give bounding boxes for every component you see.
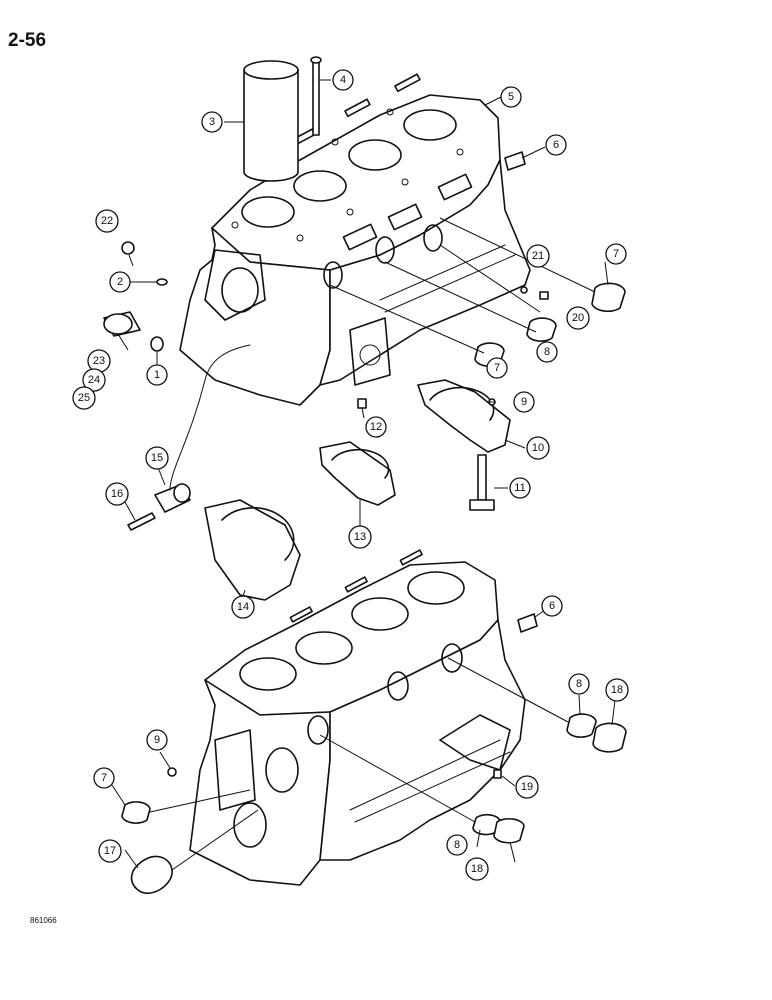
callout-8a: 8 [536, 341, 558, 363]
callout-7c: 7 [93, 767, 115, 789]
svg-text:6: 6 [549, 600, 555, 612]
callout-5: 5 [500, 86, 522, 108]
callout-2: 2 [109, 271, 131, 293]
callout-19: 19 [515, 775, 539, 799]
callout-14: 14 [231, 595, 255, 619]
page-number: 2-56 [8, 30, 47, 51]
callout-1: 1 [146, 364, 168, 386]
svg-text:8: 8 [576, 678, 582, 690]
callout-18a: 18 [605, 678, 629, 702]
svg-text:6: 6 [553, 139, 559, 151]
svg-text:7: 7 [101, 772, 107, 784]
svg-text:18: 18 [611, 684, 623, 696]
svg-text:23: 23 [93, 355, 105, 367]
callout-16: 16 [105, 482, 129, 506]
svg-text:12: 12 [370, 421, 382, 433]
callout-20: 20 [566, 306, 590, 330]
lower-cylinder-block [189, 549, 526, 886]
callout-8c: 8 [446, 834, 468, 856]
svg-text:1: 1 [154, 369, 160, 381]
svg-text:17: 17 [104, 845, 116, 857]
callout-7b: 7 [486, 357, 508, 379]
svg-text:3: 3 [209, 116, 215, 128]
svg-text:15: 15 [151, 452, 163, 464]
svg-text:10: 10 [532, 442, 544, 454]
figure-code: 861066 [30, 916, 57, 925]
callout-24: 24 [82, 368, 106, 392]
bolt [469, 454, 495, 511]
callout-18b: 18 [465, 857, 489, 881]
svg-text:5: 5 [508, 91, 514, 103]
stud-pin [310, 56, 322, 136]
svg-text:25: 25 [78, 392, 90, 404]
callout-3: 3 [201, 111, 223, 133]
callout-6b: 6 [541, 595, 563, 617]
callout-6: 6 [545, 134, 567, 156]
svg-text:11: 11 [514, 482, 525, 494]
callout-15: 15 [145, 446, 169, 470]
svg-text:16: 16 [111, 488, 123, 500]
svg-text:9: 9 [154, 734, 160, 746]
svg-text:18: 18 [471, 863, 483, 875]
callout-21: 21 [526, 244, 550, 268]
callout-4: 4 [332, 69, 354, 91]
callout-13: 13 [348, 525, 372, 549]
callout-9b: 9 [146, 729, 168, 751]
callout-9a: 9 [513, 391, 535, 413]
callout-17: 17 [98, 839, 122, 863]
callout-22: 22 [95, 209, 119, 233]
callout-8b: 8 [568, 673, 590, 695]
oil-pump-plunger [127, 483, 191, 531]
bearing-cap-center [319, 441, 396, 506]
svg-text:19: 19 [521, 781, 533, 793]
svg-text:9: 9 [521, 396, 527, 408]
upper-cylinder-block [179, 73, 531, 406]
svg-text:13: 13 [354, 531, 366, 543]
callout-11: 11 [509, 477, 531, 499]
callout-25: 25 [72, 386, 96, 410]
svg-text:7: 7 [613, 248, 619, 260]
svg-text:22: 22 [101, 215, 113, 227]
callout-12: 12 [365, 416, 387, 438]
svg-text:20: 20 [572, 312, 584, 324]
svg-text:8: 8 [454, 839, 460, 851]
lower-small-parts [121, 613, 627, 894]
bearing-cap-front [417, 379, 511, 453]
callout-10: 10 [526, 436, 550, 460]
svg-text:2: 2 [117, 276, 123, 288]
svg-text:14: 14 [237, 601, 249, 613]
svg-text:21: 21 [532, 250, 544, 262]
callout-7a: 7 [605, 243, 627, 265]
svg-text:4: 4 [340, 74, 346, 86]
svg-text:7: 7 [494, 362, 500, 374]
rear-bearing-cap [204, 499, 301, 601]
svg-text:24: 24 [88, 374, 100, 386]
leader-lines [111, 79, 616, 871]
cylinder-liner [243, 60, 299, 182]
svg-text:8: 8 [544, 346, 550, 358]
